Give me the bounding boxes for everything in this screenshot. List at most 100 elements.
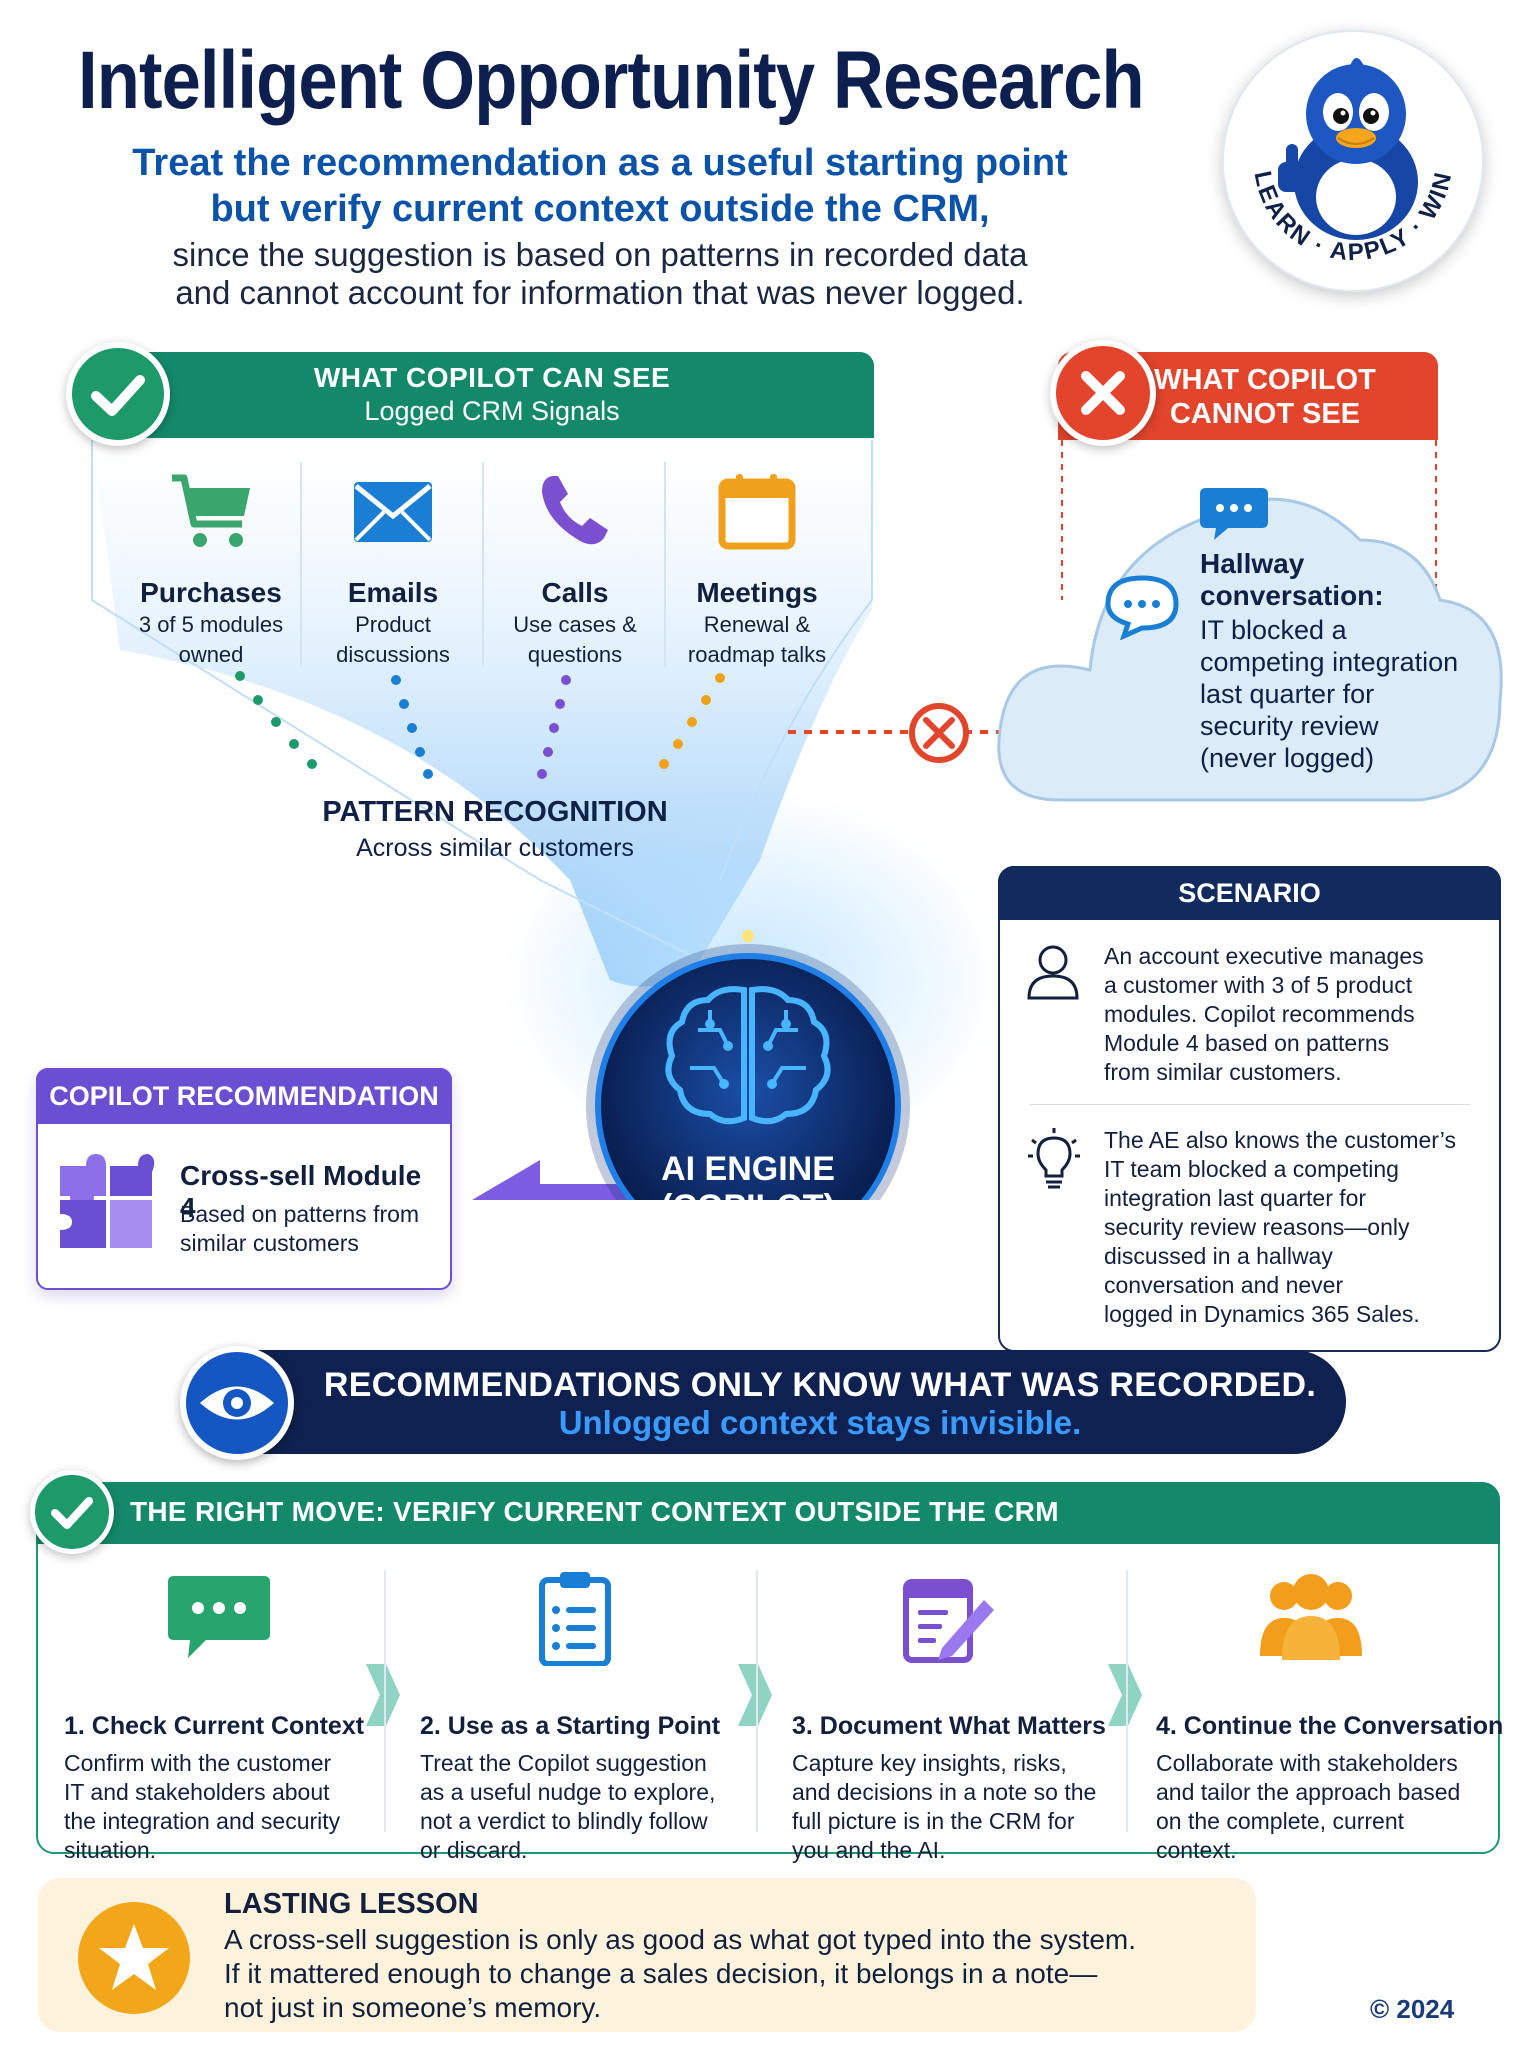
signal-desc: 3 of 5 modules	[138, 612, 284, 637]
signal-divider	[300, 462, 302, 667]
cart-icon	[172, 474, 250, 547]
step-body: Collaborate with stakeholders and tailor…	[1156, 1749, 1466, 1865]
signal-name: Calls	[541, 577, 609, 608]
puzzle-icon	[60, 1154, 155, 1248]
step-body-line: and tailor the approach based	[1156, 1779, 1461, 1805]
chevron-right-icon	[738, 1664, 772, 1726]
scenario-paragraph-2: The AE also knows the customer’s IT team…	[1104, 1126, 1484, 1329]
signal-desc: discussions	[336, 642, 450, 667]
step-3: 3. Document What Matters Capture key ins…	[792, 1570, 1106, 1865]
hallway-title-line: conversation:	[1200, 580, 1384, 611]
scenario-title: SCENARIO	[998, 866, 1501, 920]
note-pencil-icon	[903, 1579, 994, 1663]
penguin-thumbs-up-icon: LEARN · APPLY · WIN	[1248, 58, 1456, 266]
recommendation-title: COPILOT RECOMMENDATION	[36, 1068, 452, 1124]
check-icon	[66, 342, 170, 446]
step-body-line: Confirm with the customer	[64, 1750, 332, 1776]
subtitle-line-1: Treat the recommendation as a useful sta…	[132, 142, 1068, 184]
step-title: 1. Check Current Context	[64, 1712, 365, 1740]
scenario-line: The AE also knows the customer’s	[1104, 1127, 1456, 1153]
step-body-line: Capture key insights, risks,	[792, 1750, 1067, 1776]
recommendation-item-body: Based on patterns from similar customers	[180, 1200, 440, 1258]
scenario-line: a customer with 3 of 5 product	[1104, 972, 1413, 998]
hallway-body-line: last quarter for	[1200, 679, 1375, 709]
scenario-line: conversation and never	[1104, 1272, 1344, 1298]
hallway-title-line: Hallway	[1200, 548, 1305, 579]
scenario-line: discussed in a hallway	[1104, 1243, 1333, 1269]
banner-line-1: RECOMMENDATIONS ONLY KNOW WHAT WAS RECOR…	[323, 1366, 1317, 1404]
scenario-line: modules. Copilot recommends	[1104, 1001, 1415, 1027]
step-divider	[1126, 1570, 1128, 1832]
signal-name: Emails	[347, 577, 439, 608]
step-body-line: as a useful nudge to explore,	[420, 1779, 716, 1805]
blocked-icon	[909, 703, 969, 763]
scenario-paragraph-1: An account executive manages a customer …	[1104, 942, 1484, 1087]
step-body: Capture key insights, risks, and decisio…	[792, 1749, 1102, 1865]
pattern-recognition-subtitle: Across similar customers	[356, 834, 634, 862]
scenario-line: IT team blocked a competing	[1104, 1156, 1399, 1182]
signal-name: Purchases	[140, 577, 282, 608]
hallway-body: IT blocked a competing integration last …	[1200, 614, 1500, 774]
step-body-line: you and the AI.	[792, 1837, 946, 1863]
signal-desc: Use cases &	[513, 612, 637, 637]
signal-name: Meetings	[696, 577, 818, 608]
banner-line-2: Unlogged context stays invisible.	[558, 1404, 1082, 1441]
x-icon	[1050, 340, 1156, 446]
star-icon	[78, 1902, 190, 2014]
signal-desc: Renewal &	[703, 612, 811, 637]
scenario-line: Module 4 based on patterns	[1104, 1030, 1390, 1056]
step-body-line: or discard.	[420, 1837, 528, 1863]
step-body: Confirm with the customer IT and stakeho…	[64, 1749, 374, 1865]
step-body-line: context.	[1156, 1837, 1237, 1863]
step-body: Treat the Copilot suggestion as a useful…	[420, 1749, 730, 1865]
lesson-title: LASTING LESSON	[224, 1888, 479, 1920]
signal-meetings: Meetings Renewal & roadmap talks	[672, 470, 842, 669]
step-1: 1. Check Current Context Confirm with th…	[64, 1570, 374, 1865]
subtitle-line-4: and cannot account for information that …	[175, 274, 1025, 311]
subtitle-line-3: since the suggestion is based on pattern…	[172, 236, 1028, 273]
signal-desc: owned	[178, 642, 244, 667]
recommendation-body-line: similar customers	[180, 1230, 359, 1256]
lightbulb-icon	[1028, 1128, 1080, 1189]
user-icon	[1027, 945, 1079, 1000]
lasting-lesson-card	[38, 1878, 1256, 2032]
can-see-title: WHAT COPILOT CAN SEE	[313, 362, 671, 393]
hallway-body-line: competing integration	[1200, 647, 1459, 677]
scenario-line: from similar customers.	[1104, 1059, 1342, 1085]
signal-emails: Emails Product discussions	[308, 470, 478, 669]
cannot-see-title-line-2: CANNOT SEE	[1169, 398, 1361, 430]
chevron-right-icon	[1108, 1664, 1142, 1726]
hallway-title: Hallway conversation:	[1200, 548, 1500, 612]
signal-desc: Product	[355, 612, 431, 637]
step-4: 4. Continue the Conversation Collaborate…	[1156, 1570, 1504, 1865]
step-body-line: Collaborate with stakeholders	[1156, 1750, 1458, 1776]
step-title: 2. Use as a Starting Point	[420, 1712, 721, 1740]
eye-icon	[180, 1346, 294, 1460]
hallway-body-line: IT blocked a	[1200, 615, 1347, 645]
signal-divider	[482, 462, 484, 667]
step-body-line: the integration and security	[64, 1808, 341, 1834]
step-title: 4. Continue the Conversation	[1156, 1712, 1504, 1740]
step-divider	[384, 1570, 386, 1832]
brain-icon	[665, 986, 831, 1125]
phone-icon	[542, 476, 608, 545]
lesson-line-1: A cross-sell suggestion is only as good …	[224, 1924, 1137, 1955]
step-2: 2. Use as a Starting Point Treat the Cop…	[420, 1570, 730, 1865]
subtitle-line-2: but verify current context outside the C…	[210, 188, 990, 230]
signal-calls: Calls Use cases & questions	[490, 470, 660, 669]
step-body-line: situation.	[64, 1837, 157, 1863]
cannot-see-title-line-1: WHAT COPILOT	[1154, 364, 1376, 396]
scenario-line: An account executive manages	[1104, 943, 1424, 969]
can-see-subtitle: Logged CRM Signals	[364, 396, 620, 426]
step-title: 3. Document What Matters	[792, 1712, 1106, 1740]
step-body-line: and decisions in a note so the	[792, 1779, 1097, 1805]
right-move-card	[36, 1482, 1500, 1854]
pattern-recognition-title: PATTERN RECOGNITION	[322, 796, 668, 828]
signal-desc: roadmap talks	[687, 642, 827, 667]
lesson-line-3: not just in someone’s memory.	[224, 1992, 602, 2023]
right-move-title: THE RIGHT MOVE: VERIFY CURRENT CONTEXT O…	[130, 1496, 1059, 1527]
signal-desc: questions	[527, 642, 623, 667]
engine-label-line-1: AI ENGINE	[661, 1150, 835, 1188]
scenario-line: security review reasons—only	[1104, 1214, 1410, 1240]
recommendation-item-title: Cross-sell Module 4	[180, 1160, 422, 1223]
